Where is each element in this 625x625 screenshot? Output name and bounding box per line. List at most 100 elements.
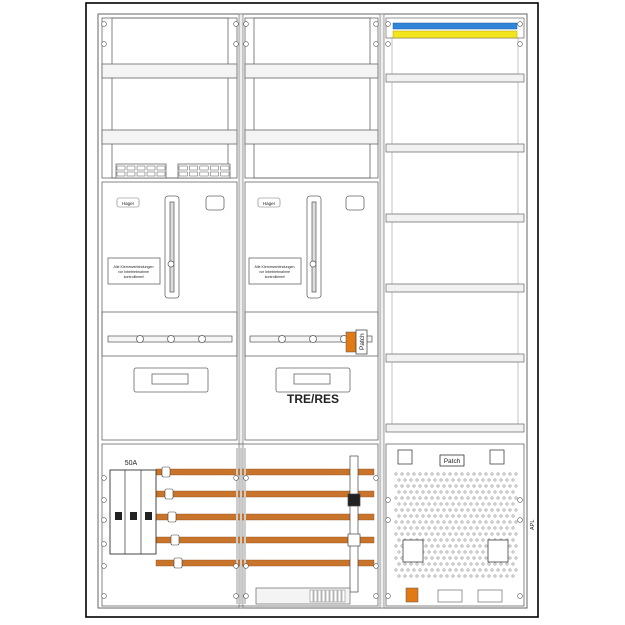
perforation-hole: [430, 568, 434, 572]
busbar-clamp: [164, 488, 174, 500]
perforation-hole: [514, 544, 518, 548]
terminal-cell: [220, 171, 230, 177]
middle-upper-fields: [244, 17, 379, 179]
perforation-hole: [466, 496, 470, 500]
perforation-hole: [412, 568, 416, 572]
screw: [101, 497, 107, 503]
rail-field: [391, 291, 519, 355]
terminal-cell: [209, 171, 219, 177]
perforation-hole: [502, 520, 506, 524]
screw: [101, 41, 107, 47]
terminal-cell: [189, 165, 199, 171]
perforation-hole: [394, 544, 398, 548]
perforation-hole: [472, 520, 476, 524]
perforation-hole: [478, 508, 482, 512]
perforation-hole: [460, 520, 464, 524]
perforation-hole: [466, 556, 470, 560]
perforation-hole: [433, 514, 437, 518]
perforation-hole: [448, 496, 452, 500]
perforation-hole: [397, 514, 401, 518]
screw: [233, 41, 239, 47]
perforation-hole: [502, 496, 506, 500]
din-rail: [385, 423, 525, 433]
screw: [385, 497, 391, 503]
perforation-hole: [490, 508, 494, 512]
note-right-line-3: kontrollieren!: [265, 275, 286, 279]
perforation-hole: [448, 484, 452, 488]
perforation-hole: [484, 568, 488, 572]
perforation-hole: [445, 526, 449, 530]
perforation-hole: [481, 550, 485, 554]
perforation-hole: [466, 472, 470, 476]
brand-text-left: Hager: [122, 201, 135, 206]
perforation-hole: [451, 574, 455, 578]
perforation-hole: [502, 484, 506, 488]
screw: [517, 21, 523, 27]
perforation-hole: [409, 490, 413, 494]
perforation-hole: [502, 568, 506, 572]
perforation-hole: [436, 472, 440, 476]
apl-connector: [437, 589, 463, 603]
terminal-cell: [116, 165, 126, 171]
perforation-hole: [511, 490, 515, 494]
main-breaker: [109, 469, 157, 555]
perforation-hole: [424, 496, 428, 500]
perforation-hole: [511, 478, 515, 482]
perforation-hole: [427, 562, 431, 566]
perforation-hole: [397, 538, 401, 542]
perforation-hole: [436, 484, 440, 488]
perforation-hole: [478, 520, 482, 524]
perforation-hole: [427, 502, 431, 506]
screw: [385, 593, 391, 599]
perforation-hole: [475, 490, 479, 494]
perforation-hole: [433, 490, 437, 494]
perforation-hole: [475, 574, 479, 578]
perforation-hole: [508, 508, 512, 512]
perforation-hole: [445, 502, 449, 506]
perforation-hole: [397, 574, 401, 578]
perforation-hole: [475, 478, 479, 482]
screw: [243, 475, 249, 481]
perforation-hole: [454, 508, 458, 512]
perforation-hole: [406, 508, 410, 512]
perforation-hole: [493, 514, 497, 518]
perforation-hole: [394, 520, 398, 524]
perforation-hole: [403, 490, 407, 494]
perforation-hole: [406, 472, 410, 476]
perforation-hole: [457, 514, 461, 518]
perforation-hole: [472, 532, 476, 536]
perforation-hole: [418, 496, 422, 500]
perforation-hole: [415, 574, 419, 578]
perforation-hole: [478, 484, 482, 488]
rail-field: [391, 151, 519, 215]
note-left-line-2: vor Inbetriebnahme: [118, 270, 149, 274]
perforation-hole: [412, 484, 416, 488]
apl-section: [385, 443, 525, 607]
perforation-hole: [469, 502, 473, 506]
busbar-support: [244, 448, 246, 604]
perforation-hole: [421, 574, 425, 578]
perforation-hole: [469, 526, 473, 530]
perforation-hole: [469, 514, 473, 518]
perforation-hole: [493, 478, 497, 482]
busbar-section: [101, 443, 379, 607]
perforation-hole: [436, 520, 440, 524]
meter-field-left: [101, 181, 238, 441]
busbar-support: [236, 448, 238, 604]
screw: [243, 41, 249, 47]
perforation-hole: [487, 562, 491, 566]
perforation-hole: [481, 502, 485, 506]
perforation-hole: [442, 556, 446, 560]
busbars: [155, 448, 375, 604]
perforation-hole: [424, 568, 428, 572]
perforation-hole: [469, 538, 473, 542]
perforation-hole: [457, 526, 461, 530]
perforation-hole: [445, 478, 449, 482]
perforation-hole: [511, 550, 515, 554]
terminal-cell: [116, 171, 126, 177]
perforation-hole: [436, 508, 440, 512]
perforation-hole: [472, 544, 476, 548]
screw: [517, 593, 523, 599]
perforation-hole: [430, 520, 434, 524]
perforation-hole: [427, 550, 431, 554]
